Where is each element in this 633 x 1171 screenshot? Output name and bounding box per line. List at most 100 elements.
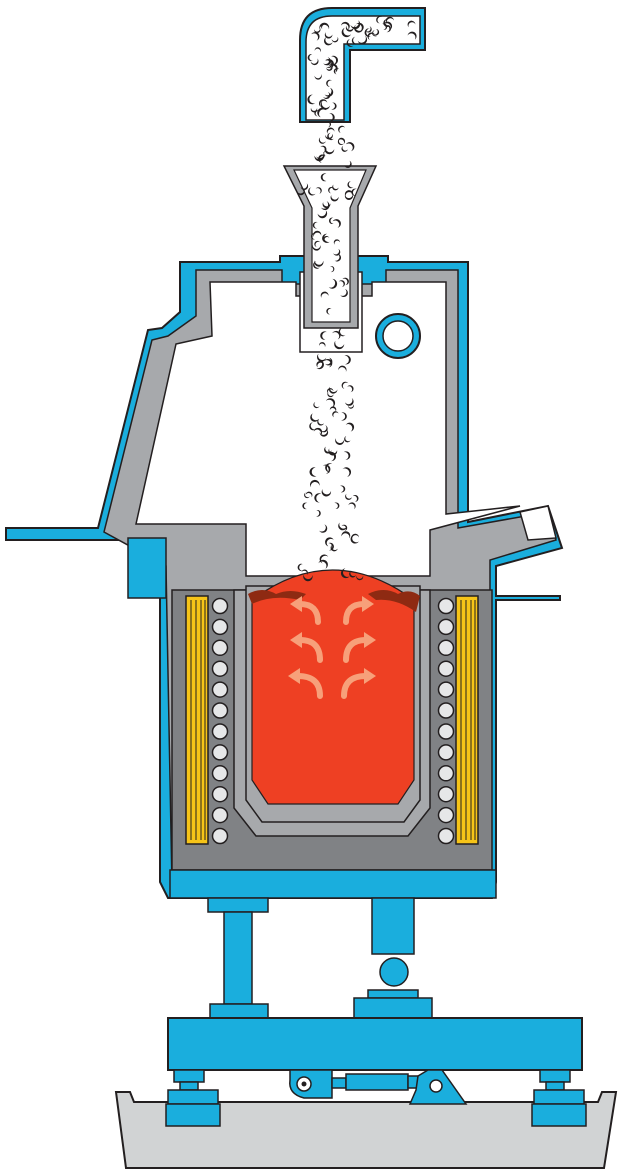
powder-particle	[314, 493, 322, 503]
powder-particle	[310, 107, 318, 113]
powder-particle	[319, 342, 326, 348]
powder-particle	[323, 235, 330, 242]
powder-particle	[341, 531, 351, 539]
powder-particle	[328, 63, 338, 73]
powder-particle	[318, 559, 328, 569]
powder-particle	[328, 278, 338, 289]
powder-particle	[372, 30, 378, 37]
powder-particle	[376, 16, 382, 24]
tilt-seat	[353, 997, 433, 1021]
powder-particle	[345, 422, 355, 432]
left-jack-top	[173, 1069, 205, 1083]
powder-particle	[307, 54, 313, 62]
left-jack-body	[167, 1089, 219, 1105]
right-jack-base	[531, 1103, 587, 1127]
powder-particle	[313, 261, 320, 269]
coil-turn	[211, 765, 229, 782]
powder-particle	[320, 331, 327, 340]
powder-particle	[324, 32, 333, 39]
powder-particle	[333, 239, 340, 245]
coil-yoke-right-lines	[460, 600, 476, 840]
powder-particle	[331, 102, 337, 110]
powder-particle	[297, 188, 305, 196]
powder-particle	[364, 28, 371, 37]
powder-particle	[301, 569, 308, 576]
coil-turn	[437, 827, 455, 845]
powder-particle	[311, 32, 320, 41]
coil-turns-right	[437, 597, 455, 845]
powder-particle	[344, 355, 351, 365]
powder-particle	[310, 233, 316, 240]
powder-particle	[319, 554, 329, 564]
powder-particle	[318, 137, 326, 144]
powder-particle	[324, 146, 335, 155]
coil-turn	[437, 702, 455, 719]
tilt-seat-top	[367, 989, 419, 999]
base-pan	[114, 1091, 618, 1169]
powder-particle	[338, 125, 345, 133]
left-jack-mid	[179, 1081, 199, 1091]
powder-particle	[327, 388, 334, 394]
flow-arrow	[343, 632, 376, 663]
powder-particle	[303, 574, 313, 582]
flow-arrow	[341, 668, 376, 699]
powder-particle	[341, 412, 347, 421]
powder-particle	[325, 133, 333, 140]
coil-turn	[211, 660, 229, 677]
coil-turn	[437, 765, 455, 782]
powder-particle	[322, 202, 331, 209]
molten-metal	[251, 569, 415, 805]
powder-particle	[318, 154, 326, 163]
powder-particle	[338, 365, 347, 372]
powder-particle	[320, 173, 327, 182]
powder-particle	[319, 524, 328, 533]
powder-particle	[319, 429, 329, 437]
powder-particle	[352, 495, 359, 502]
powder-particle	[316, 361, 324, 368]
powder-particle	[310, 413, 319, 422]
coil-turn	[437, 660, 455, 677]
cylinder-barrel	[345, 1073, 409, 1091]
coil-turn	[437, 597, 455, 615]
powder-particle	[338, 522, 347, 531]
powder-particle	[312, 244, 321, 251]
powder-stream	[297, 16, 417, 582]
powder-particle	[325, 121, 331, 128]
powder-particle	[318, 99, 328, 107]
powder-particle	[329, 217, 334, 224]
powder-particle	[341, 524, 348, 532]
powder-particle	[305, 491, 313, 498]
coil-turn	[211, 639, 229, 657]
powder-particle	[314, 27, 321, 33]
coil-turn	[437, 744, 455, 761]
powder-particle	[347, 385, 354, 393]
powder-particle	[341, 381, 349, 389]
flow-arrow	[343, 596, 374, 625]
powder-particle	[316, 152, 325, 160]
flow-arrow	[290, 596, 321, 625]
powder-particle	[317, 210, 328, 219]
powder-particle	[332, 411, 339, 418]
powder-particle	[313, 230, 322, 237]
left-leg	[223, 911, 253, 1005]
powder-particle	[327, 391, 334, 398]
powder-particle	[304, 492, 310, 499]
powder-particle	[325, 357, 333, 366]
coil-turn	[211, 806, 229, 824]
tilt-post	[371, 897, 415, 955]
convection-arrows	[288, 596, 376, 699]
powder-particle	[343, 451, 351, 460]
coil-turns-left	[211, 597, 229, 845]
powder-particle	[326, 398, 336, 408]
powder-particle	[331, 36, 339, 43]
crucible-base-plate	[169, 869, 497, 899]
powder-particle	[338, 280, 345, 287]
cylinder-rod	[331, 1077, 347, 1089]
powder-particle	[345, 142, 355, 152]
powder-particle	[326, 65, 333, 71]
powder-particle	[314, 47, 321, 53]
induction-coil-left	[185, 595, 229, 845]
powder-particle	[340, 289, 348, 298]
hopper-bore	[293, 169, 367, 323]
